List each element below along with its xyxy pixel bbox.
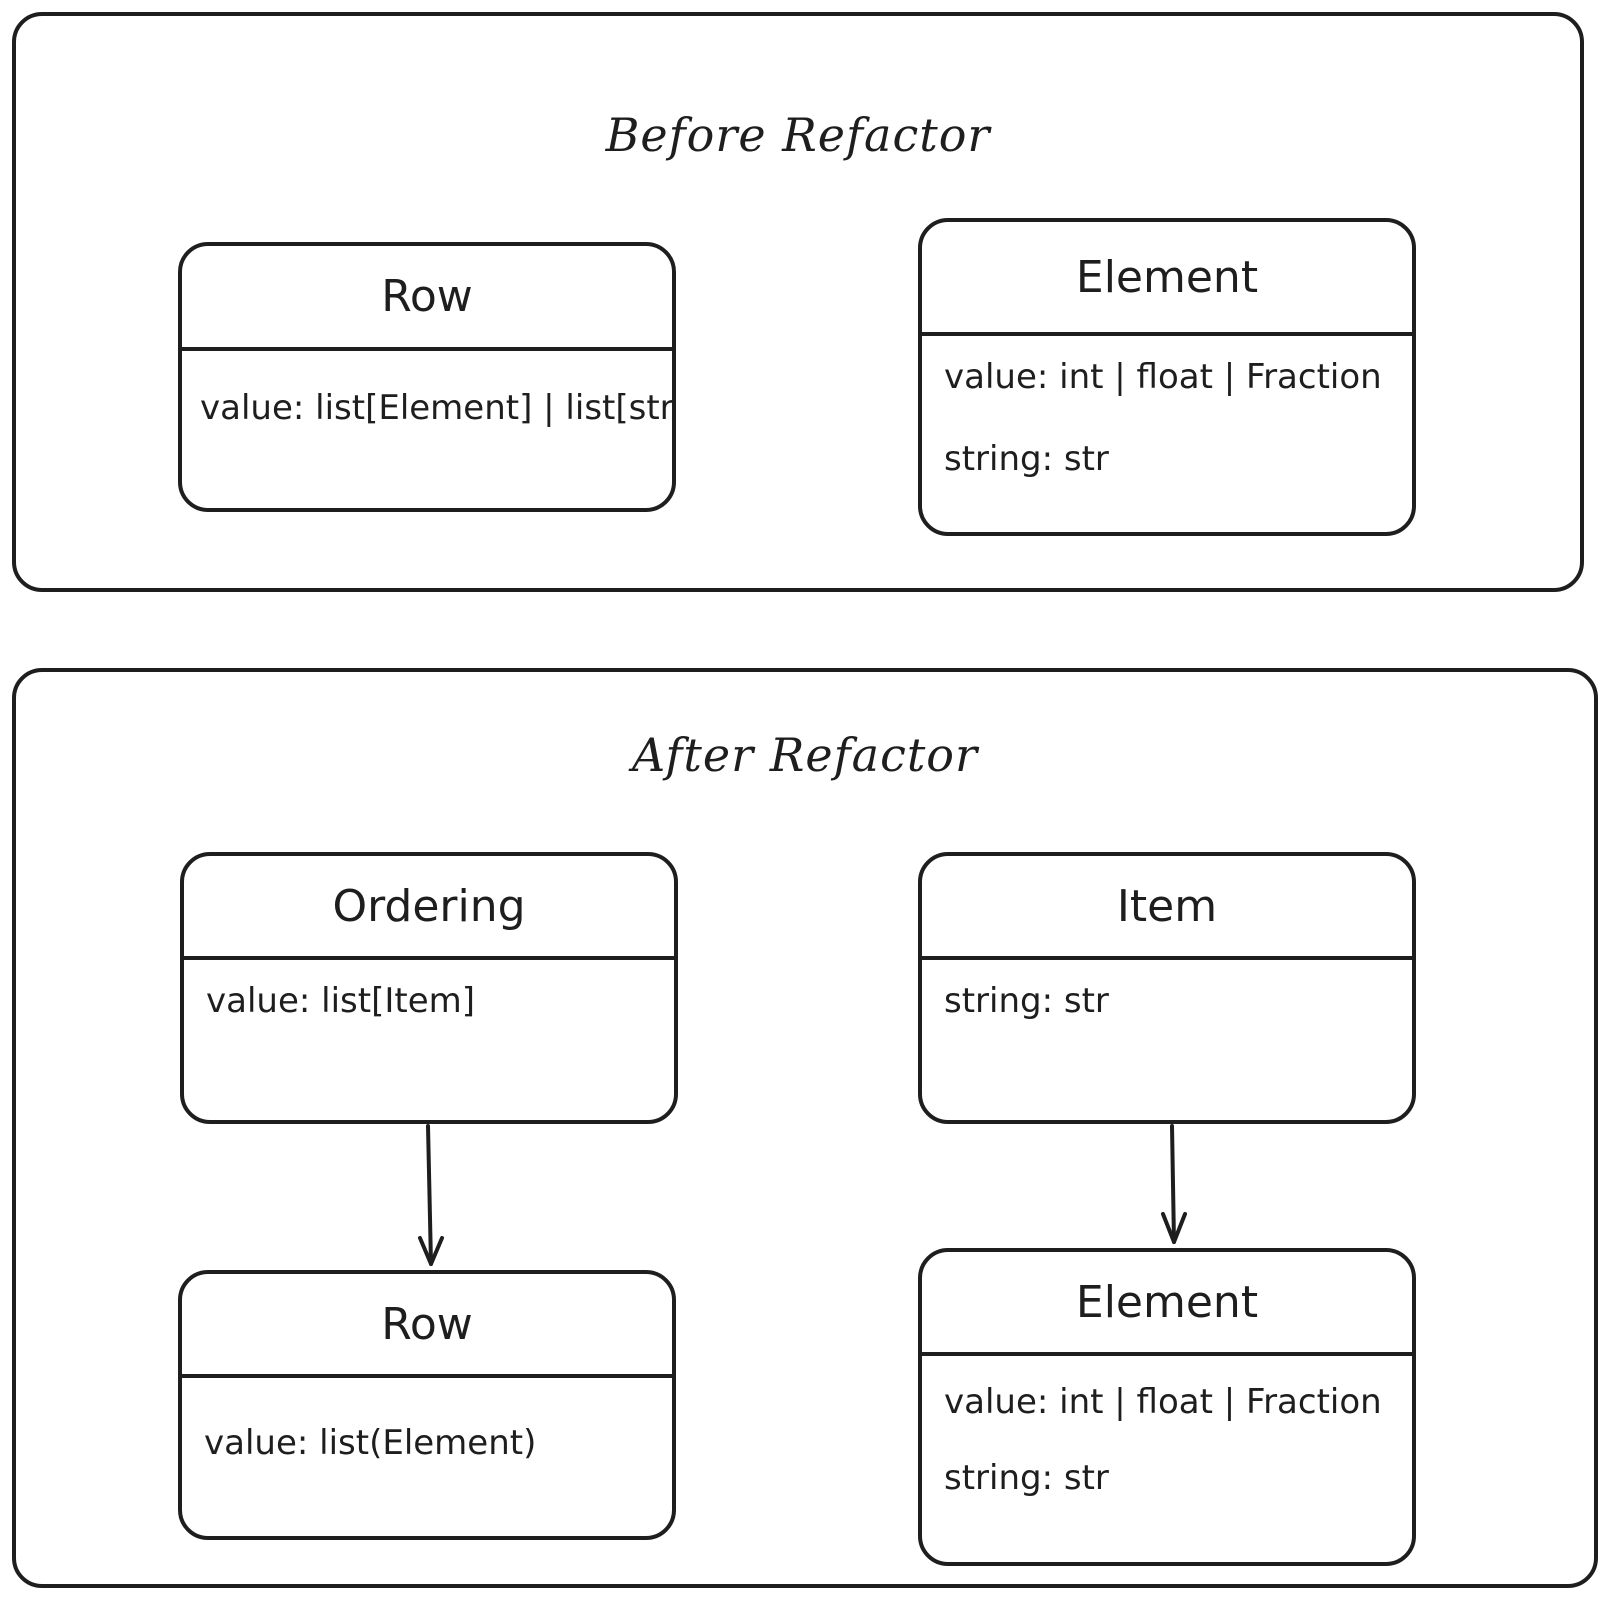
class-name-element-after: Element [922,1252,1412,1356]
class-name-row-after: Row [182,1274,672,1378]
class-attributes-item: string: str [922,960,1412,1042]
class-attributes-row-before: value: list[Element] | list[str] [182,351,672,449]
class-box-element-after: Element value: int | float | Fraction st… [918,1248,1416,1566]
attribute-element-string-before: string: str [944,439,1109,479]
attribute-row-value-before: value: list[Element] | list[str] [200,388,676,428]
class-name-item: Item [922,856,1412,960]
class-name-ordering: Ordering [184,856,674,960]
attribute-element-string-after: string: str [944,1458,1109,1498]
class-name-element-before: Element [922,222,1412,336]
class-box-row-after: Row value: list(Element) [178,1270,676,1540]
class-attributes-element-before: value: int | float | Fraction string: st… [922,336,1412,500]
class-box-item: Item string: str [918,852,1416,1124]
class-name-row-before: Row [182,246,672,351]
class-attributes-element-after: value: int | float | Fraction string: st… [922,1356,1412,1516]
attribute-row-value-after: value: list(Element) [204,1423,537,1463]
after-refactor-panel: After Refactor [12,668,1598,1588]
class-box-row-before: Row value: list[Element] | list[str] [178,242,676,512]
attribute-element-value-after: value: int | float | Fraction [944,1382,1382,1422]
panel-title-before: Before Refactor [605,108,991,162]
class-box-ordering: Ordering value: list[Item] [180,852,678,1124]
attribute-ordering-value: value: list[Item] [206,981,475,1021]
class-attributes-row-after: value: list(Element) [182,1378,672,1484]
class-box-element-before: Element value: int | float | Fraction st… [918,218,1416,536]
attribute-element-value-before: value: int | float | Fraction [944,357,1382,397]
panel-title-after: After Refactor [632,728,978,782]
class-attributes-ordering: value: list[Item] [184,960,674,1042]
before-refactor-panel: Before Refactor [12,12,1584,592]
attribute-item-string: string: str [944,981,1109,1021]
